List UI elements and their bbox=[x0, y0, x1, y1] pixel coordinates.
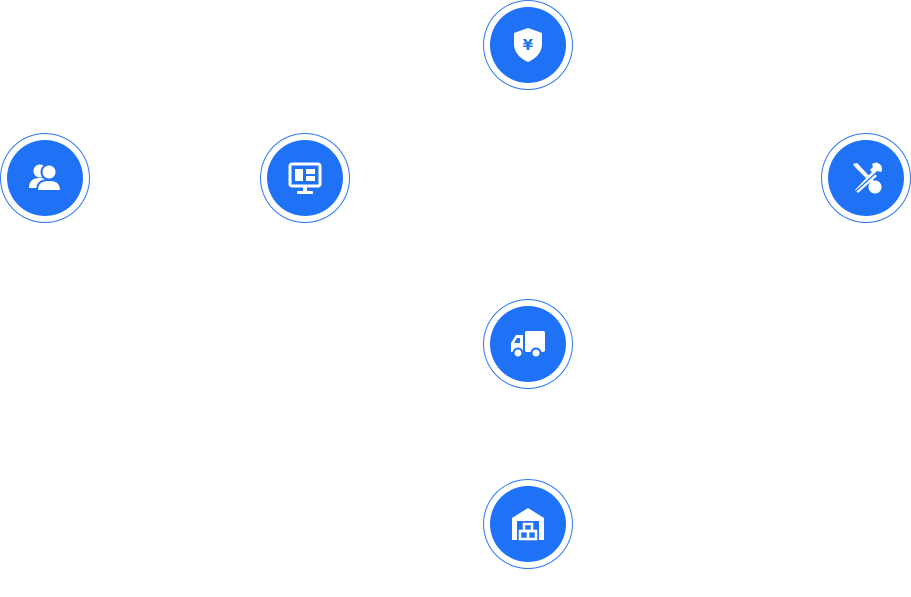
logistics-node[interactable] bbox=[483, 299, 573, 389]
users-icon bbox=[29, 163, 63, 192]
tools-icon bbox=[853, 162, 882, 194]
finance-node-circle: ¥ bbox=[490, 7, 566, 83]
finance-node[interactable]: ¥ bbox=[483, 0, 573, 90]
tools-node[interactable] bbox=[821, 133, 911, 223]
monitor-node[interactable] bbox=[260, 133, 350, 223]
customer-node[interactable] bbox=[0, 133, 90, 223]
monitor-dashboard-icon bbox=[288, 162, 322, 194]
customer-node-circle bbox=[7, 140, 83, 216]
monitor-node-circle bbox=[267, 140, 343, 216]
warehouse-node[interactable] bbox=[483, 479, 573, 569]
truck-icon bbox=[511, 331, 545, 359]
tools-node-circle bbox=[828, 140, 904, 216]
logistics-node-circle bbox=[490, 306, 566, 382]
warehouse-icon bbox=[512, 508, 544, 541]
warehouse-node-circle bbox=[490, 486, 566, 562]
yen-symbol: ¥ bbox=[523, 36, 534, 54]
shield-yen-icon: ¥ bbox=[514, 28, 542, 62]
